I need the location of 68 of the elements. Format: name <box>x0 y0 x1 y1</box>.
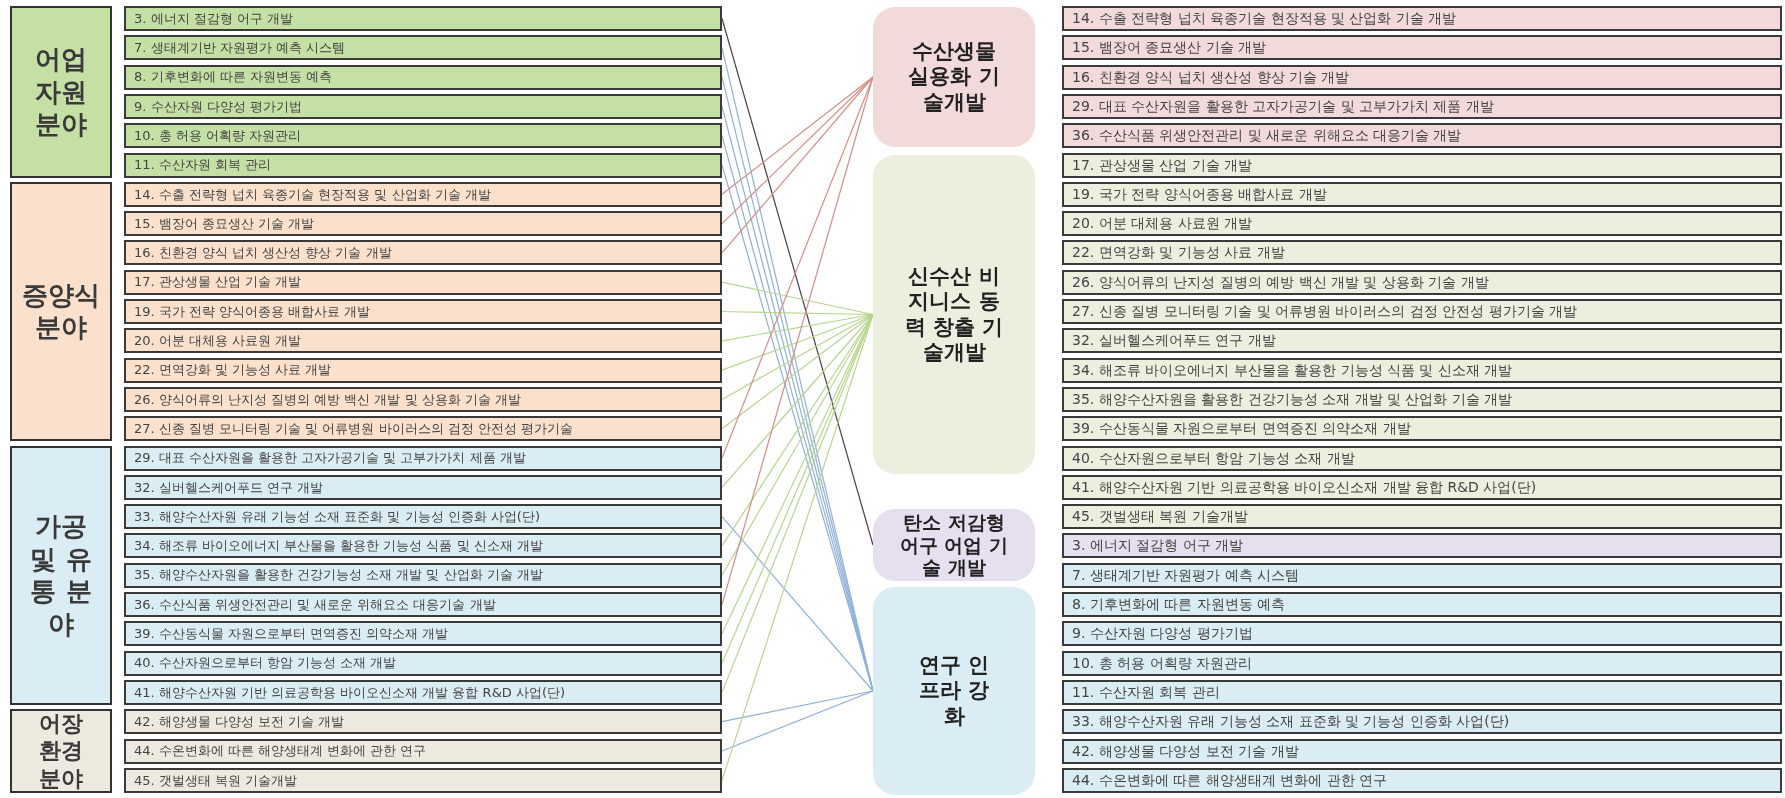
item-row: 29. 대표 수산자원을 활용한 고자가공기술 및 고부가가치 제품 개발 <box>1062 93 1782 119</box>
item-row: 41. 해양수산자원 기반 의료공학용 바이오신소재 개발 융합 R&D 사업(단) <box>124 679 722 705</box>
item-row: 34. 해조류 바이오에너지 부산물을 활용한 기능성 식품 및 신소재 개발 <box>124 533 722 559</box>
item-row: 19. 국가 전략 양식어종용 배합사료 개발 <box>1062 181 1782 207</box>
item-row: 26. 양식어류의 난지성 질병의 예방 백신 개발 및 상용화 기술 개발 <box>1062 269 1782 295</box>
connector-line <box>721 690 874 752</box>
category-box: 어장 환경 분야 <box>10 709 112 793</box>
item-row: 27. 신종 질병 모니터링 기술 및 어류병원 바이러스의 검정 안전성 평가기술 <box>124 416 722 442</box>
item-row: 45. 갯벌생태 복원 기술개발 <box>1062 504 1782 530</box>
category-box: 탄소 저감형 어구 어업 기술 개발 <box>873 509 1035 581</box>
connector-line <box>721 76 874 254</box>
item-row: 19. 국가 전략 양식어종용 배합사료 개발 <box>124 299 722 324</box>
category-box: 가공 및 유통 분야 <box>10 445 112 705</box>
item-row: 8. 기후변화에 따른 자원변동 예측 <box>124 64 722 90</box>
item-row: 9. 수산자원 다양성 평가기법 <box>124 93 722 119</box>
item-row: 32. 실버헬스케어푸드 연구 개발 <box>1062 328 1782 354</box>
item-row: 15. 뱀장어 종묘생산 기술 개발 <box>124 211 722 237</box>
item-row: 39. 수산동식물 자원으로부터 면역증진 의약소재 개발 <box>1062 416 1782 442</box>
item-row: 20. 어분 대체용 사료원 개발 <box>124 328 722 354</box>
item-row: 17. 관상생물 산업 기술 개발 <box>124 269 722 295</box>
category-box: 연구 인프라 강화 <box>873 587 1035 795</box>
item-row: 40. 수산자원으로부터 항암 기능성 소재 개발 <box>1062 445 1782 471</box>
connector-line <box>721 76 874 195</box>
item-row: 35. 해양수산자원을 활용한 건강기능성 소재 개발 및 산업화 기술 개발 <box>124 562 722 588</box>
item-row: 20. 어분 대체용 사료원 개발 <box>1062 211 1782 237</box>
item-row: 35. 해양수산자원을 활용한 건강기능성 소재 개발 및 산업화 기술 개발 <box>1062 386 1782 412</box>
item-row: 3. 에너지 절감형 어구 개발 <box>124 6 722 31</box>
item-row: 42. 해양생물 다양성 보전 기술 개발 <box>124 709 722 735</box>
category-box: 어업 자원 분야 <box>10 6 112 178</box>
item-row: 26. 양식어류의 난지성 질병의 예방 백신 개발 및 상용화 기술 개발 <box>124 386 722 412</box>
item-row: 22. 면역강화 및 기능성 사료 개발 <box>1062 240 1782 266</box>
item-row: 3. 에너지 절감형 어구 개발 <box>1062 533 1782 559</box>
item-row: 29. 대표 수산자원을 활용한 고자가공기술 및 고부가가치 제품 개발 <box>124 445 722 471</box>
item-row: 7. 생태계기반 자원평가 예측 시스템 <box>1062 562 1782 588</box>
item-row: 44. 수온변화에 따른 해양생태계 변화에 관한 연구 <box>1062 767 1782 793</box>
item-row: 16. 친환경 양식 넙치 생산성 향상 기술 개발 <box>1062 64 1782 90</box>
item-row: 33. 해양수산자원 유래 기능성 소재 표준화 및 기능성 인증화 사업(단) <box>124 504 722 530</box>
item-row: 11. 수산자원 회복 관리 <box>1062 679 1782 705</box>
category-box: 증양식 분야 <box>10 181 112 442</box>
item-row: 33. 해양수산자원 유래 기능성 소재 표준화 및 기능성 인증화 사업(단) <box>1062 709 1782 735</box>
item-row: 41. 해양수산자원 기반 의료공학용 바이오신소재 개발 융합 R&D 사업(단) <box>1062 474 1782 500</box>
item-row: 22. 면역강화 및 기능성 사료 개발 <box>124 357 722 383</box>
item-row: 11. 수산자원 회복 관리 <box>124 152 722 178</box>
category-box: 신수산 비지니스 동력 창출 기술개발 <box>873 155 1035 474</box>
item-row: 14. 수출 전략형 넙치 육종기술 현장적용 및 산업화 기술 개발 <box>124 181 722 207</box>
item-row: 36. 수산식품 위생안전관리 및 새로운 위해요소 대응기술 개발 <box>1062 123 1782 149</box>
item-row: 34. 해조류 바이오에너지 부산물을 활용한 기능성 식품 및 신소재 개발 <box>1062 357 1782 383</box>
connector-line <box>721 516 874 692</box>
item-row: 32. 실버헬스케어푸드 연구 개발 <box>124 474 722 500</box>
item-row: 8. 기후변화에 따른 자원변동 예측 <box>1062 592 1782 617</box>
connector-line <box>721 281 874 316</box>
item-row: 14. 수출 전략형 넙치 육종기술 현장적용 및 산업화 기술 개발 <box>1062 6 1782 31</box>
item-row: 39. 수산동식물 자원으로부터 면역증진 의약소재 개발 <box>124 621 722 647</box>
item-row: 42. 해양생물 다양성 보전 기술 개발 <box>1062 738 1782 764</box>
item-row: 10. 총 허용 어획량 자원관리 <box>1062 650 1782 676</box>
item-row: 15. 뱀장어 종묘생산 기술 개발 <box>1062 35 1782 61</box>
item-row: 17. 관상생물 산업 기술 개발 <box>1062 152 1782 178</box>
item-row: 27. 신종 질병 모니터링 기술 및 어류병원 바이러스의 검정 안전성 평가기술 개발 <box>1062 299 1782 324</box>
item-row: 9. 수산자원 다양성 평가기법 <box>1062 621 1782 647</box>
item-row: 36. 수산식품 위생안전관리 및 새로운 위해요소 대응기술 개발 <box>124 592 722 617</box>
connector-line <box>721 313 874 371</box>
item-row: 10. 총 허용 어획량 자원관리 <box>124 123 722 149</box>
category-box: 수산생물 실용화 기술개발 <box>873 7 1035 147</box>
item-row: 40. 수산자원으로부터 항암 기능성 소재 개발 <box>124 650 722 676</box>
item-row: 44. 수온변화에 따른 해양생태계 변화에 관한 연구 <box>124 738 722 764</box>
item-row: 16. 친환경 양식 넙치 생산성 향상 기술 개발 <box>124 240 722 266</box>
item-row: 45. 갯벌생태 복원 기술개발 <box>124 767 722 793</box>
item-row: 7. 생태계기반 자원평가 예측 시스템 <box>124 35 722 61</box>
